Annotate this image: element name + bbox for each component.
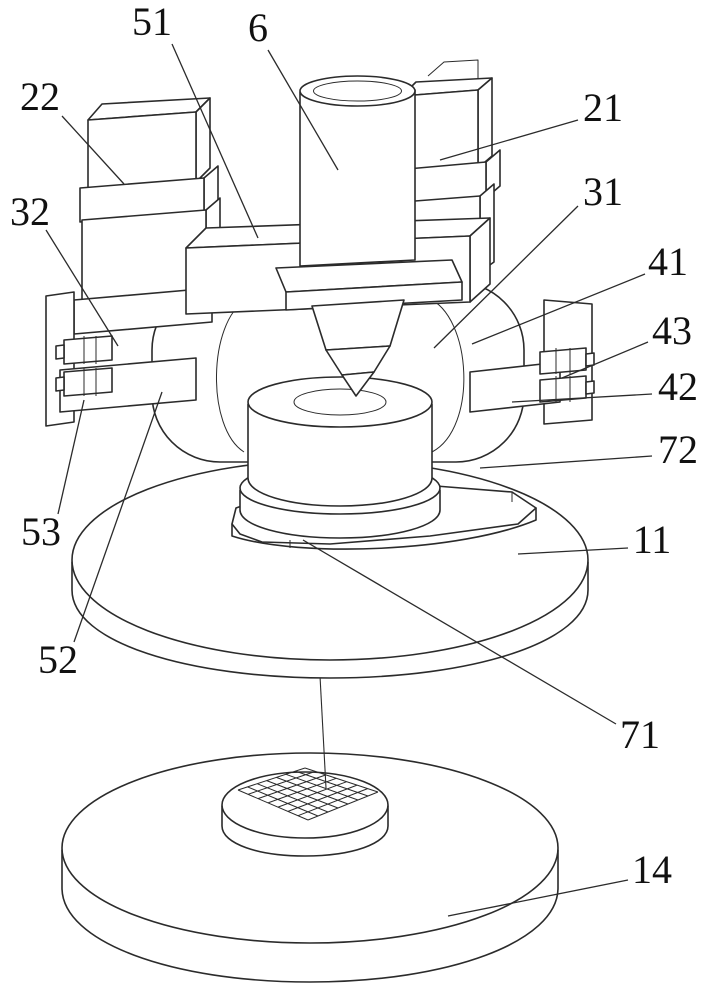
ref-label-53: 53 [21,509,61,554]
flange-front-face [285,281,463,311]
left-clamp-upper [63,335,113,365]
cylinder-body [299,89,416,267]
cylinder-top-inner [313,80,402,102]
left-clamp-slots [83,336,97,396]
ref-label-11: 11 [633,517,672,562]
leader-31 [433,205,579,349]
leader-72 [479,455,653,469]
left-tab-upper [55,344,65,360]
ref-label-41: 41 [648,239,688,284]
front-drum [247,376,433,507]
right-tab-upper [585,352,595,367]
flange-plate [275,259,463,311]
left-motor-stack [73,97,221,335]
leader-53 [57,399,85,515]
left-bracket-assembly [45,291,197,427]
spindle-cone [311,299,405,397]
leader-lines [45,43,653,917]
ref-label-71: 71 [620,712,660,757]
motor22-front-face [87,111,197,191]
leader-14 [447,879,629,917]
leader-6 [267,49,339,171]
leader-52 [73,391,163,643]
ref-label-14: 14 [632,847,672,892]
leader-11 [517,547,629,555]
spindle-tip [341,371,375,397]
ref-label-72: 72 [658,427,698,472]
right-arm [469,361,561,413]
ref-label-32: 32 [10,189,50,234]
ref-label-22: 22 [20,74,60,119]
drum-top [247,376,433,428]
lower-disc [61,752,559,983]
ref-label-51: 51 [132,0,172,44]
drum-inner-ring [293,388,387,416]
leader-42 [511,393,653,403]
left-clamp-lower [63,367,113,397]
left-tab-lower [55,376,65,392]
leader-71 [302,539,617,725]
leader-43 [561,341,649,379]
right-tab-lower [585,380,595,395]
spindle-upper [311,299,405,351]
wafer-grid [237,767,379,821]
right-top-notch [427,59,479,80]
leader-21 [439,119,579,161]
leader-51 [171,43,259,239]
leader-32 [45,229,119,347]
needle-wire [319,675,327,789]
main-cylinder [299,75,416,267]
drum-body [247,403,433,507]
motor22-side-face [195,97,211,183]
right-clamp-slots [555,348,571,402]
block21-side-face [477,77,493,169]
ref-label-43: 43 [652,308,692,353]
right-bracket-assembly [469,299,595,425]
leader-22 [61,115,125,185]
leader-41 [471,273,646,345]
ref-label-6: 6 [248,5,268,50]
ref-label-42: 42 [658,364,698,409]
right-clamp-upper [539,347,587,375]
wafer-platter [221,767,389,857]
ref-label-31: 31 [583,169,623,214]
reference-labels: 51 6 22 21 32 31 41 43 42 72 11 53 52 71… [10,0,698,892]
ref-label-52: 52 [38,637,78,682]
ref-label-21: 21 [583,85,623,130]
